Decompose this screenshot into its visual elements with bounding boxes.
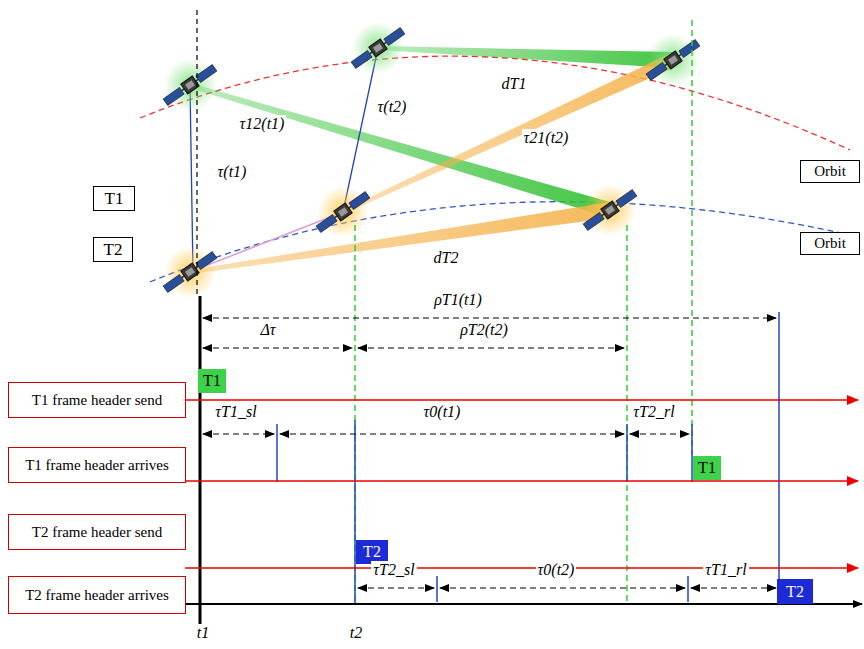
row-label: T1 frame header send xyxy=(8,382,186,418)
quantity-label: τT1_rl xyxy=(703,561,748,579)
quantity-label: dT2 xyxy=(432,249,461,267)
node-text: T1 xyxy=(203,372,221,390)
frame-marker: T1 xyxy=(693,456,721,480)
node-text: T1 frame header arrives xyxy=(25,457,169,474)
frame-marker: T2 xyxy=(777,579,813,604)
quantity-label: τ(t2) xyxy=(376,98,409,116)
quantity-label: τT1_sl xyxy=(213,403,258,421)
row-label: T1 frame header arrives xyxy=(8,447,186,483)
time-label: t2 xyxy=(348,624,364,642)
frame-marker: T1 xyxy=(198,369,226,393)
quantity-label: τ0(t1) xyxy=(422,403,463,421)
terminal-box: T2 xyxy=(93,237,133,262)
node-text: T1 xyxy=(698,459,716,477)
node-text: T2 xyxy=(786,583,804,601)
node-text: Orbit xyxy=(814,163,846,180)
row-label: T2 frame header arrives xyxy=(8,576,186,614)
quantity-label: τT2_sl xyxy=(371,561,416,579)
terminal-box: T1 xyxy=(93,186,135,211)
quantity-label: ρT2(t2) xyxy=(458,321,510,339)
node-text: Orbit xyxy=(814,235,846,252)
node-text: T1 frame header send xyxy=(32,392,162,409)
quantity-label: τ21(t2) xyxy=(522,129,571,147)
time-label: t1 xyxy=(195,624,211,642)
quantity-label: τT2_rl xyxy=(631,403,676,421)
orbit-label: Orbit xyxy=(800,232,860,255)
quantity-label: Δτ xyxy=(258,321,277,339)
node-text: T2 xyxy=(363,543,381,561)
node-text: T2 frame header arrives xyxy=(25,587,169,604)
orbit-label: Orbit xyxy=(800,160,860,183)
quantity-label: τ12(t1) xyxy=(238,115,287,133)
quantity-label: dT1 xyxy=(500,75,529,93)
node-text: T2 xyxy=(104,240,123,260)
quantity-label: τ0(t2) xyxy=(536,561,577,579)
quantity-label: ρT1(t1) xyxy=(432,291,484,309)
node-text: T2 frame header send xyxy=(32,524,162,541)
row-label: T2 frame header send xyxy=(8,514,186,550)
quantity-label: τ(t1) xyxy=(216,163,249,181)
node-text: T1 xyxy=(105,189,124,209)
